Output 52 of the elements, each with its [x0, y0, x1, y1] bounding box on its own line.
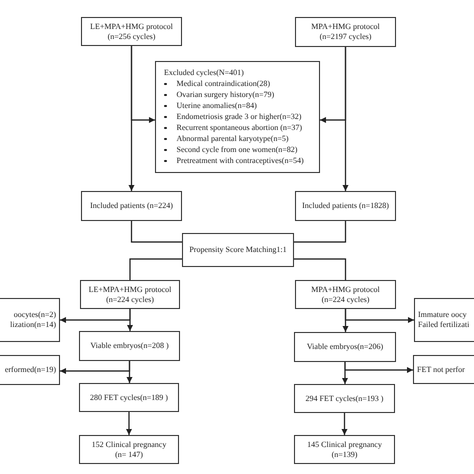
list-item: Pretreatment with contraceptives(n=54)	[176, 156, 304, 166]
box-text: 152 Clinical pregnancy (n= 147)	[90, 440, 168, 460]
process-box	[79, 331, 180, 361]
list-item: Abnormal parental karyotype(n=5)	[176, 134, 289, 144]
box-text: FET not perfor	[417, 364, 465, 374]
process-box	[295, 17, 396, 47]
list-item: Second cycle from one women(n=82)	[176, 145, 298, 155]
connector-line	[129, 258, 182, 280]
box-text: Included patients (n=1828)	[302, 201, 389, 211]
box-text: MPA+HMG protocol (n=2197 cycles)	[310, 22, 381, 42]
box-text: erformed(n=19)	[4, 365, 56, 375]
arrow	[320, 47, 346, 123]
arrow	[130, 46, 155, 123]
process-box	[295, 191, 396, 221]
box-heading: Excluded cycles(N=401)	[164, 68, 244, 78]
arrow	[344, 309, 414, 323]
process-box	[79, 435, 179, 464]
arrow	[60, 309, 131, 323]
box-text: Viable embryos(n=206)	[306, 342, 384, 352]
list-item: Recurrent spontaneous abortion (n=37)	[176, 123, 302, 133]
box-text: 145 Clinical pregnancy (n=139)	[306, 440, 383, 460]
box-text: Viable embryos(n=208 )	[90, 341, 169, 351]
process-box	[80, 280, 180, 309]
list-item: Endometriosis grade 3 or higher(n=32)	[176, 112, 302, 122]
box-text: LE+MPA+HMG protocol (n=224 cycles)	[88, 284, 172, 304]
process-box	[81, 191, 182, 221]
list-item: Medical contraindication(28)	[176, 79, 270, 89]
box-text: 280 FET cycles(n=189 )	[90, 392, 168, 402]
box-text: oocytes(n=2) lization(n=14)	[9, 310, 56, 330]
process-box	[294, 435, 395, 464]
list-item: Uterine anomalies(n=84)	[176, 101, 257, 111]
arrow	[126, 412, 132, 435]
process-box	[155, 61, 320, 173]
box-text: MPA+HMG protocol (n=224 cycles)	[310, 284, 381, 304]
box-text: Immature oocy Failed fertilizati	[418, 310, 470, 330]
process-box	[81, 17, 182, 46]
list-item: Ovarian surgery history(n=79)	[176, 90, 274, 100]
arrow	[344, 362, 413, 373]
arrow	[342, 413, 348, 435]
process-box	[294, 384, 395, 413]
box-text: LE+MPA+HMG protocol (n=256 cycles)	[89, 22, 174, 42]
connector-line	[130, 221, 182, 243]
process-box	[79, 383, 179, 412]
box-text: Included patients (n=224)	[90, 201, 173, 211]
box-text: Propensity Score Matching1:1	[189, 245, 287, 255]
connector-line	[294, 258, 346, 280]
process-box	[295, 280, 396, 309]
arrow	[60, 361, 130, 374]
process-box	[182, 233, 294, 267]
connector-line	[294, 221, 346, 243]
box-text: 294 FET cycles(n=193 )	[306, 394, 384, 404]
process-box	[294, 332, 396, 362]
